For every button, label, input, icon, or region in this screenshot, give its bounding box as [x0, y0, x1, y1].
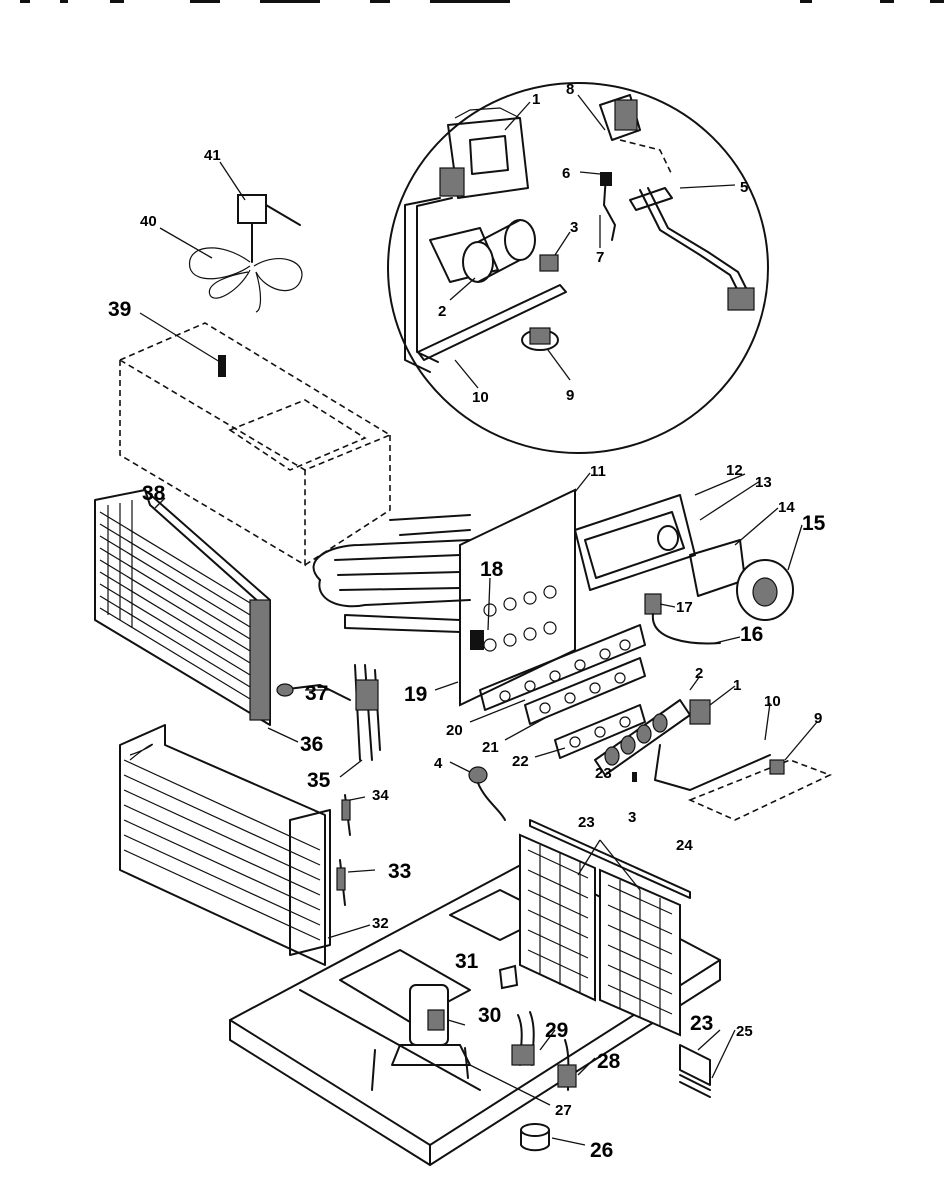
capillary-parts-33-34: [336, 794, 351, 906]
callout-6: 6: [562, 165, 570, 182]
callout-5: 5: [740, 179, 748, 196]
callout-8: 8: [566, 81, 574, 98]
manifold-part-10: [417, 284, 567, 361]
callout-19: 19: [404, 683, 427, 706]
callout-3-inset: 3: [570, 219, 578, 236]
callout-1-inset: 1: [532, 91, 540, 108]
callout-30: 30: [478, 1004, 501, 1027]
hose-parts-28-29: [511, 1011, 577, 1091]
callout-3-main: 3: [628, 809, 636, 826]
callout-16: 16: [740, 623, 763, 646]
callout-38: 38: [142, 482, 166, 505]
callout-34: 34: [372, 787, 389, 804]
callout-2-main: 2: [695, 665, 703, 682]
callout-9-main: 9: [814, 710, 822, 727]
pilot-burner-part-2: [429, 219, 536, 283]
leader-lines: [139, 94, 818, 1146]
vent-assembly-part-12-13: [574, 494, 696, 591]
pressure-switch-part-8: [599, 94, 641, 241]
gas-valve-part-1: [439, 107, 529, 199]
valve-part-4: [468, 766, 506, 821]
callout-14: 14: [778, 499, 795, 516]
callout-23-rail: 23: [690, 1012, 713, 1035]
gas-valve-detail-inset: [387, 82, 769, 454]
callout-10-inset: 10: [472, 389, 489, 406]
filter-rail-part-25: [679, 1074, 711, 1098]
callout-23-filter: 23: [578, 814, 595, 831]
callout-1-main: 1: [733, 677, 741, 694]
callout-20: 20: [446, 722, 463, 739]
callout-35: 35: [307, 769, 331, 792]
header-scan-marks: [20, 0, 944, 3]
callout-12: 12: [726, 462, 743, 479]
callout-15: 15: [802, 512, 826, 535]
callout-7: 7: [596, 249, 604, 266]
callout-39: 39: [108, 298, 131, 321]
callout-9-inset: 9: [566, 387, 574, 404]
callout-37: 37: [305, 682, 328, 705]
callout-11: 11: [590, 463, 606, 480]
orifice-part-3: [539, 254, 559, 272]
callout-26: 26: [590, 1139, 613, 1162]
lower-manifold-part-10: [654, 744, 833, 821]
callout-28: 28: [597, 1050, 621, 1073]
callout-41: 41: [204, 147, 221, 164]
filter-rail-part-23: [679, 1044, 711, 1086]
callout-36: 36: [300, 733, 323, 756]
air-filter-part-24: [519, 819, 691, 1037]
fan-blade-part-40: [189, 247, 303, 313]
callout-24: 24: [676, 837, 693, 854]
expansion-valve-part-35: [354, 664, 381, 761]
callout-23-burner: 23: [595, 765, 612, 782]
thermocouple-part-5: [619, 139, 755, 311]
burner-set-part-23: [594, 699, 711, 776]
cap-part-31: [498, 964, 519, 990]
callout-29: 29: [545, 1019, 568, 1042]
callout-33: 33: [388, 860, 411, 883]
compressor-part-30: [371, 984, 471, 1091]
callout-22: 22: [512, 753, 529, 770]
callout-10-main: 10: [764, 693, 781, 710]
fan-motor-part-41: [237, 194, 301, 263]
callout-13: 13: [755, 474, 772, 491]
callout-21: 21: [482, 739, 499, 756]
callout-18: 18: [480, 558, 504, 581]
callout-32: 32: [372, 915, 389, 932]
inducer-motor-part-15: [736, 559, 794, 621]
limit-switch-part-9: [521, 327, 559, 351]
callout-labels: 1 8 6 5 3 7 2 9 10 41 40 39 38 11 12 13 …: [108, 81, 826, 1162]
screw-part-3: [632, 772, 637, 782]
drier-part-37: [276, 683, 351, 701]
burner-assembly-parts-19-22: [479, 624, 646, 759]
evaporator-coil: [119, 724, 331, 966]
callout-4: 4: [434, 755, 443, 772]
switch-part-17: [644, 593, 721, 645]
callout-25: 25: [736, 1023, 753, 1040]
heat-exchanger-part-11: [312, 488, 576, 707]
callout-17: 17: [676, 599, 693, 616]
callout-31: 31: [455, 950, 479, 973]
callout-27: 27: [555, 1102, 572, 1119]
condenser-coil-part-38: [94, 489, 271, 726]
grommet-part-26: [520, 1123, 550, 1152]
base-pan: [229, 859, 721, 1166]
callout-40: 40: [140, 213, 157, 230]
cabinet-outline-part-39: [118, 322, 392, 567]
callout-2-inset: 2: [438, 303, 446, 320]
